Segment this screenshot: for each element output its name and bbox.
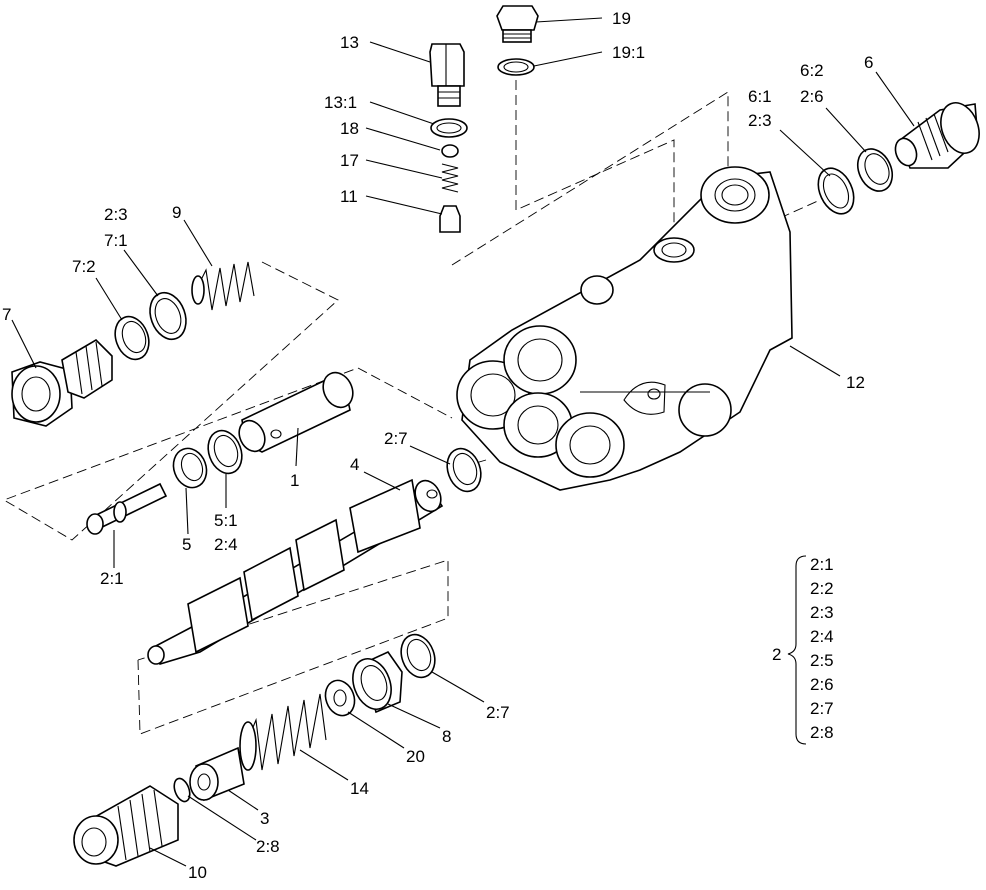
- label-2-7-upper: 2:7: [384, 429, 408, 448]
- spring-9: [191, 261, 255, 311]
- legend-main: 2: [772, 645, 781, 664]
- plug-19: [496, 5, 539, 43]
- label-2-4: 2:4: [214, 535, 238, 554]
- plug-6: [894, 102, 980, 169]
- label-13: 13: [340, 33, 359, 52]
- label-18: 18: [340, 119, 359, 138]
- label-6: 6: [864, 53, 873, 72]
- pin-2-1: [86, 482, 168, 535]
- label-19: 19: [612, 9, 631, 28]
- seal-2-7-upper: [446, 447, 482, 493]
- label-7-2: 7:2: [72, 257, 96, 276]
- legend-item: 2:1: [810, 555, 834, 574]
- spring-seat-3: [189, 746, 245, 802]
- label-9: 9: [172, 203, 181, 222]
- seal-6-1: [817, 167, 855, 215]
- washer-20: [324, 679, 356, 717]
- label-2-3-right: 2:3: [748, 111, 772, 130]
- label-6-1: 6:1: [748, 87, 772, 106]
- label-2-7-lower: 2:7: [486, 703, 510, 722]
- label-13-1: 13:1: [324, 93, 357, 112]
- label-20: 20: [406, 747, 425, 766]
- assembly-guide-lines: [2, 80, 821, 735]
- legend-item: 2:8: [810, 723, 834, 742]
- label-5: 5: [182, 535, 191, 554]
- legend-item: 2:7: [810, 699, 834, 718]
- label-14: 14: [350, 779, 369, 798]
- label-2-8: 2:8: [256, 837, 280, 856]
- leader-lines: [11, 17, 915, 867]
- seal-5-1: [207, 429, 243, 475]
- label-19-1: 19:1: [612, 43, 645, 62]
- label-8: 8: [442, 727, 451, 746]
- label-2-6: 2:6: [800, 87, 824, 106]
- label-3: 3: [260, 809, 269, 828]
- label-1: 1: [290, 471, 299, 490]
- legend-bracket: [787, 555, 807, 745]
- poppet-11: [439, 205, 461, 233]
- legend: 2 2:1 2:2 2:3 2:4 2:5 2:6 2:7 2:8: [772, 555, 834, 742]
- legend-item: 2:4: [810, 627, 834, 646]
- label-7-1: 7:1: [104, 231, 128, 250]
- seal-7-2: [114, 315, 150, 361]
- label-2-3-left: 2:3: [104, 205, 128, 224]
- seal-6-2: [856, 148, 894, 192]
- legend-item: 2:2: [810, 579, 834, 598]
- label-17: 17: [340, 151, 359, 170]
- spool-4: [147, 478, 444, 665]
- valve-housing-12: [456, 166, 793, 491]
- legend-item: 2:5: [810, 651, 834, 670]
- spring-14: [239, 693, 327, 771]
- label-10: 10: [188, 863, 207, 882]
- ring-2-8: [173, 777, 191, 803]
- label-2-1: 2:1: [100, 569, 124, 588]
- washer-5: [172, 447, 208, 489]
- legend-item: 2:6: [810, 675, 834, 694]
- seal-7-1: [149, 291, 187, 341]
- seal-13-1: [430, 118, 468, 138]
- label-4: 4: [350, 455, 359, 474]
- ball-18: [441, 144, 459, 158]
- spring-17: [441, 163, 459, 193]
- part-labels: 13 13:1 18 17 11 19 19:1 6:1 2:3 6:2 2:6…: [2, 9, 873, 882]
- spool-1: [238, 371, 354, 453]
- plug-7: [11, 338, 113, 427]
- label-12: 12: [846, 373, 865, 392]
- relief-plug-13: [429, 43, 465, 107]
- cap-10: [73, 785, 179, 867]
- seat-8: [352, 650, 403, 714]
- legend-item: 2:3: [810, 603, 834, 622]
- label-6-2: 6:2: [800, 61, 824, 80]
- label-5-1: 5:1: [214, 511, 238, 530]
- seal-19-1: [497, 58, 535, 76]
- label-7: 7: [2, 305, 11, 324]
- seal-2-7-lower: [400, 633, 436, 679]
- label-11: 11: [340, 187, 358, 206]
